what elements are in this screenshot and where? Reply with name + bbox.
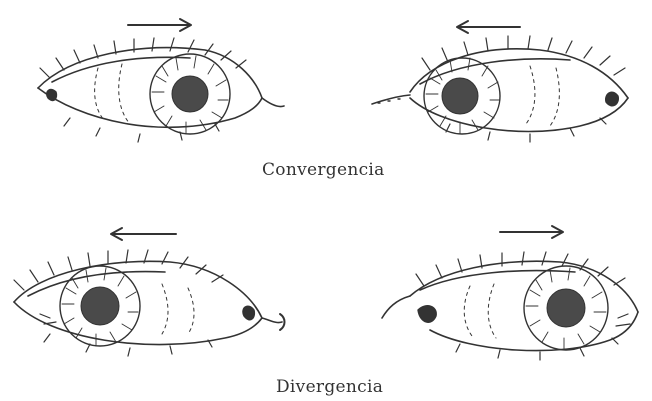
eyelid-outline bbox=[14, 261, 282, 344]
right-arrow-icon bbox=[500, 226, 563, 238]
tear-duct bbox=[418, 306, 436, 323]
sclera-dashes bbox=[162, 284, 194, 334]
eye-divergence-left bbox=[14, 250, 285, 356]
outer-corner-mark bbox=[616, 314, 630, 326]
pupil bbox=[547, 289, 585, 327]
right-arrow-icon bbox=[128, 19, 191, 31]
caption-convergence: Convergencia bbox=[262, 160, 385, 180]
tear-duct bbox=[47, 90, 57, 101]
pupil bbox=[81, 287, 119, 325]
caption-divergence: Divergencia bbox=[276, 377, 383, 397]
sclera-dashes bbox=[526, 66, 559, 126]
eye-divergence-right bbox=[382, 252, 638, 360]
pupil bbox=[172, 76, 208, 112]
eye-convergence-left bbox=[38, 38, 284, 142]
sclera-dashes bbox=[95, 64, 130, 124]
tear-duct bbox=[243, 306, 254, 320]
left-arrow-icon bbox=[457, 21, 520, 33]
tear-duct bbox=[606, 92, 619, 106]
eye-convergence-right bbox=[372, 36, 628, 142]
eyelid-outline bbox=[38, 48, 284, 128]
eyelash-marks bbox=[416, 252, 625, 360]
left-arrow-icon bbox=[111, 228, 176, 240]
pupil bbox=[442, 78, 478, 114]
sclera-dashes bbox=[464, 284, 496, 338]
